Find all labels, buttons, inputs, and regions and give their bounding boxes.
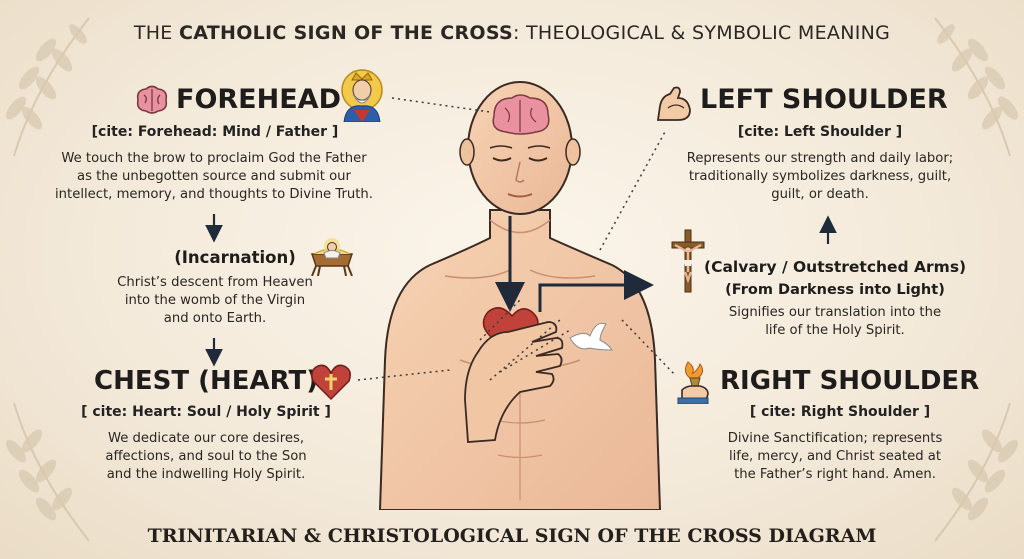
right-shoulder-cite: [ cite: Right Shoulder ] <box>749 404 931 420</box>
forehead-brain-icon <box>492 94 550 135</box>
nativity-manger-icon <box>310 238 354 276</box>
chest-line-2: affections, and soul to the Son <box>105 449 307 464</box>
left-shoulder-cite: [cite: Left Shoulder ] <box>737 124 903 140</box>
forehead-cite: [cite: Forehead: Mind / Father ] <box>91 124 339 140</box>
forehead-description: We touch the brow to proclaim God the Fa… <box>46 150 382 204</box>
laurel-decoration-icon <box>5 402 90 542</box>
forehead-line-2: as the unbegotten source and submit our <box>77 169 351 184</box>
crucifix-icon <box>671 229 705 293</box>
left-shoulder-line-2: traditionally symbolizes darkness, guilt… <box>688 169 952 184</box>
god-the-father-icon <box>341 69 383 122</box>
forehead-line-3: intellect, memory, and thoughts to Divin… <box>55 187 373 202</box>
calvary-line-2: life of the Holy Spirit. <box>765 323 905 338</box>
chest-line-1: We dedicate our core desires, <box>107 431 305 446</box>
laurel-decoration-icon <box>934 17 1019 157</box>
incarnation-description: Christ’s descent from Heaven into the wo… <box>72 274 358 328</box>
human-figure <box>378 81 662 510</box>
title-bold: CATHOLIC SIGN OF THE CROSS <box>178 22 513 44</box>
footer-caption: TRINITARIAN & CHRISTOLOGICAL SIGN OF THE… <box>147 525 877 547</box>
chest-line-3: and the indwelling Holy Spirit. <box>106 467 306 482</box>
torch-hand-icon <box>677 361 709 404</box>
forehead-line-1: We touch the brow to proclaim God the Fa… <box>61 151 367 166</box>
right-shoulder-heading: RIGHT SHOULDER <box>720 366 980 396</box>
incarnation-line-2: into the womb of the Virgin <box>124 293 306 308</box>
right-shoulder-line-2: life, mercy, and Christ seated at <box>728 449 942 464</box>
incarnation-heading: (Incarnation) <box>174 248 296 267</box>
right-shoulder-line-3: the Father’s right hand. Amen. <box>734 467 936 482</box>
page-title: THE CATHOLIC SIGN OF THE CROSS: THEOLOGI… <box>0 22 1024 44</box>
cross-heart-icon <box>311 364 351 401</box>
laurel-decoration-icon <box>5 17 90 157</box>
incarnation-line-1: Christ’s descent from Heaven <box>117 275 313 290</box>
chest-cite: [ cite: Heart: Soul / Holy Spirit ] <box>81 404 331 420</box>
flexed-arm-icon <box>656 86 691 121</box>
forehead-heading: FOREHEAD <box>176 84 341 115</box>
left-shoulder-heading: LEFT SHOULDER <box>700 84 948 115</box>
title-part-1: THE <box>133 22 179 44</box>
chest-heading: CHEST (HEART) <box>94 366 319 396</box>
calvary-heading: (Calvary / Outstretched Arms) <box>704 258 967 276</box>
calvary-line-1: Signifies our translation into the <box>728 305 942 320</box>
calvary-subheading: (From Darkness into Light) <box>725 282 945 298</box>
right-shoulder-description: Divine Sanctification; represents life, … <box>690 430 980 484</box>
brain-icon <box>136 85 168 114</box>
left-shoulder-description: Represents our strength and daily labor;… <box>652 150 988 204</box>
dove-icon <box>569 322 613 351</box>
left-shoulder-line-3: guilt, or death. <box>771 187 869 202</box>
calvary-description: Signifies our translation into the life … <box>704 304 966 340</box>
right-shoulder-line-1: Divine Sanctification; represents <box>727 431 943 446</box>
title-part-2: : THEOLOGICAL & SYMBOLIC MEANING <box>512 22 891 44</box>
chest-description: We dedicate our core desires, affections… <box>64 430 348 484</box>
laurel-decoration-icon <box>934 402 1019 542</box>
incarnation-line-3: and onto Earth. <box>163 311 267 326</box>
left-shoulder-line-1: Represents our strength and daily labor; <box>686 151 954 166</box>
